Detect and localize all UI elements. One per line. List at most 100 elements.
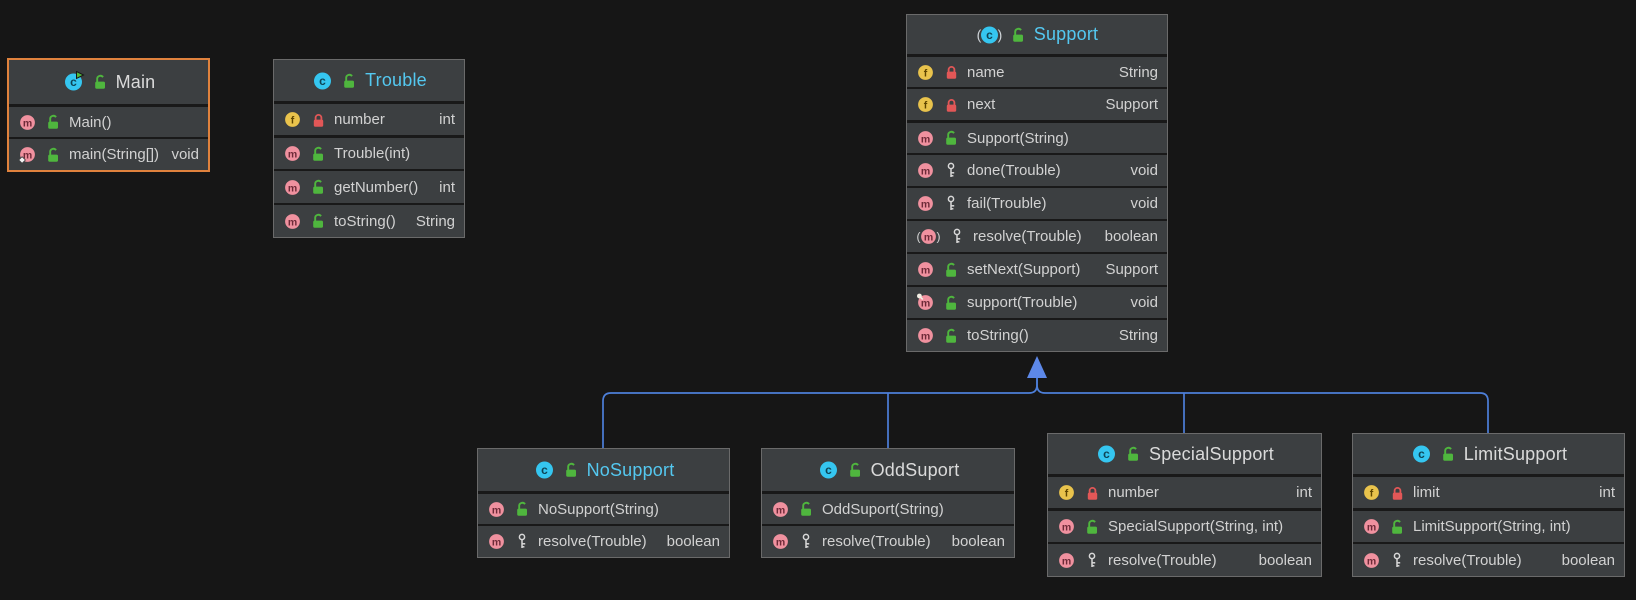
member-row[interactable]: m SpecialSupport(String, int) [1048,508,1321,542]
svg-text:m: m [23,149,32,161]
member-type: Support [1105,96,1158,113]
svg-text:m: m [921,330,930,342]
member-row[interactable]: m fail(Trouble) void [907,186,1167,219]
method-icon: m [916,260,935,279]
method-icon: m [916,293,935,312]
method-icon: m [1057,551,1076,570]
method-icon: m [771,500,790,519]
class-header[interactable]: c()Support [907,15,1167,54]
class-header[interactable]: c Main [9,60,208,104]
class-icon: c [533,459,556,481]
class-header[interactable]: c SpecialSupport [1048,434,1321,474]
method-icon: m [487,532,506,551]
member-row[interactable]: m OddSuport(String) [762,491,1014,524]
svg-text:m: m [1367,521,1376,533]
member-name: fail(Trouble) [967,195,1047,212]
member-name: resolve(Trouble) [822,533,931,550]
member-type: Support [1105,261,1158,278]
svg-text:m: m [492,504,501,516]
class-title: SpecialSupport [1149,443,1274,464]
svg-text:m: m [1367,555,1376,567]
member-type: boolean [951,533,1005,550]
member-name: OddSuport(String) [822,500,944,518]
member-row[interactable]: m LimitSupport(String, int) [1353,508,1624,542]
svg-text:f: f [924,67,928,79]
runnable-class-icon: c [62,71,85,93]
class-title: Main [115,71,156,92]
member-row[interactable]: m()resolve(Trouble)boolean [907,219,1167,252]
member-type: void [1130,162,1158,179]
abstract-class-icon: c() [976,24,1003,46]
member-type: boolean [1258,551,1312,569]
field-icon: f [916,63,935,82]
member-name: setNext(Support) [967,261,1081,278]
protected-key-icon [943,195,959,212]
public-lock-icon [1084,519,1100,535]
public-lock-icon [514,501,530,517]
private-lock-icon [1389,485,1405,501]
svg-text:m: m [921,133,930,145]
svg-text:f: f [1065,487,1069,499]
private-lock-icon [943,64,959,80]
protected-key-icon [949,228,965,245]
public-lock-icon [45,147,61,163]
class-icon: c [1410,443,1433,465]
public-lock-icon [848,462,863,478]
public-lock-icon [943,328,959,344]
svg-text:c: c [319,74,326,88]
method-icon: m [916,194,935,213]
svg-text:c: c [1103,447,1110,461]
public-lock-icon [310,146,326,162]
field-icon: f [283,110,302,129]
svg-text:f: f [291,114,295,126]
svg-text:m: m [921,198,930,210]
member-name: toString() [967,327,1029,344]
method-icon: m [18,145,37,164]
member-name: SpecialSupport(String, int) [1108,518,1284,535]
svg-text:m: m [921,264,930,276]
svg-text:m: m [1062,521,1071,533]
member-type: void [1130,195,1158,212]
svg-text:m: m [288,182,297,194]
member-row[interactable]: m setNext(Support) Support [907,252,1167,285]
member-name: LimitSupport(String, int) [1413,518,1571,535]
svg-text:m: m [1062,555,1071,567]
member-type: int [1599,484,1615,501]
svg-text:m: m [23,117,32,129]
protected-key-icon [514,533,530,550]
member-type: int [439,111,455,128]
svg-text:m: m [776,504,785,516]
private-lock-icon [943,97,959,113]
